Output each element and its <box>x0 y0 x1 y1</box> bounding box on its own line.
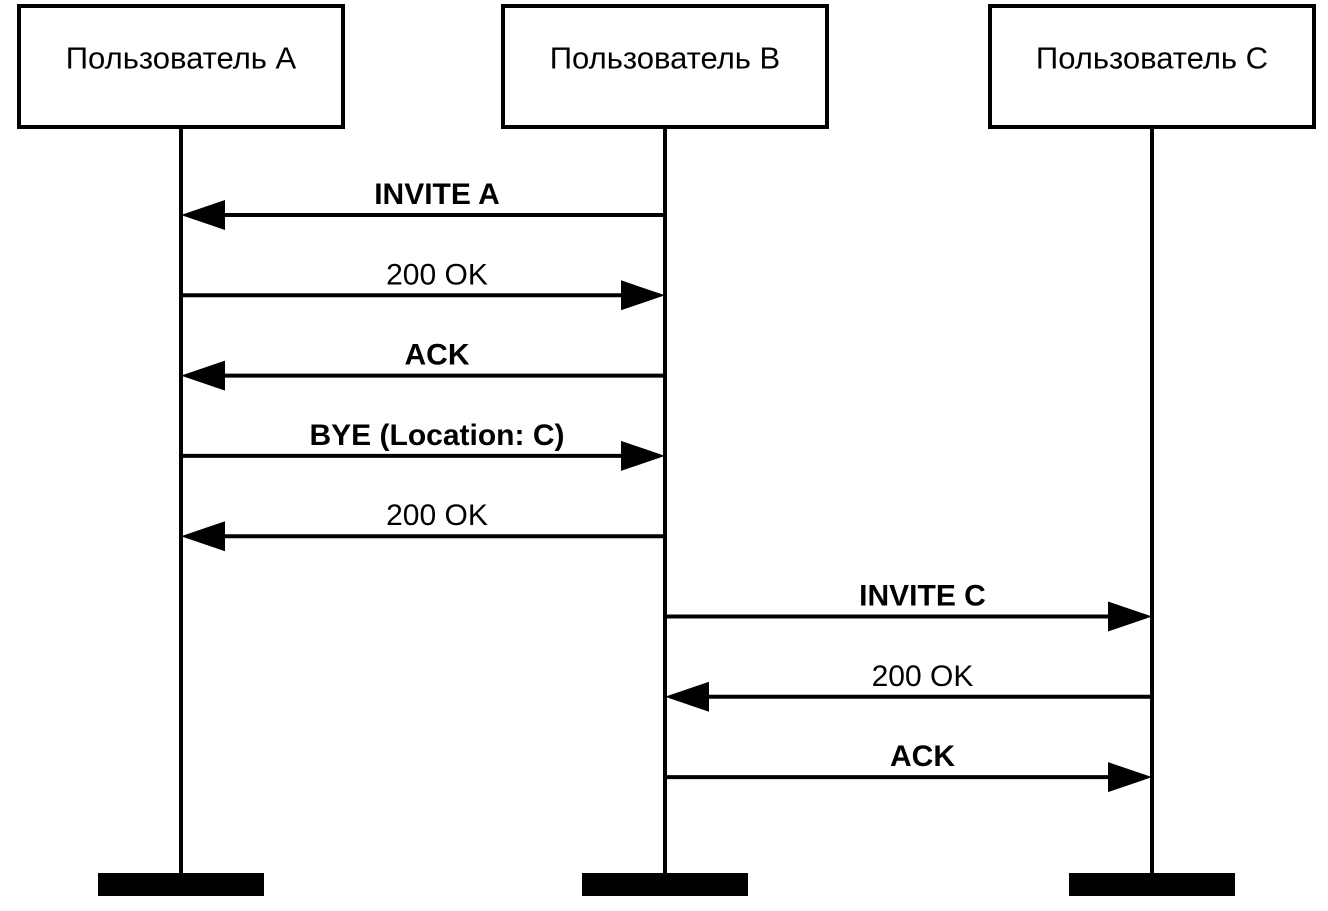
message-7: 200 OK <box>665 660 1152 712</box>
lifeline-end-bar <box>1069 873 1235 896</box>
message-label: 200 OK <box>386 499 488 532</box>
arrowhead-icon <box>181 360 225 391</box>
message-1: INVITE A <box>181 178 665 230</box>
lifeline-end-bar <box>98 873 264 896</box>
arrowhead-icon <box>621 280 665 311</box>
arrowhead-icon <box>1108 762 1152 793</box>
participant-label: Пользователь A <box>66 41 297 76</box>
message-label: 200 OK <box>872 660 974 693</box>
message-label: INVITE C <box>859 580 986 613</box>
arrowhead-icon <box>181 521 225 552</box>
message-label: INVITE A <box>374 178 500 211</box>
participant-label: Пользователь C <box>1036 41 1268 76</box>
participant-box <box>501 4 829 129</box>
message-8: ACK <box>665 740 1152 793</box>
participant-box <box>988 4 1316 129</box>
lifeline-end-bar <box>582 873 748 896</box>
messages: INVITE A 200 OK ACK BYE (Location: C) 200 OK… <box>181 178 1152 793</box>
participant-a: Пользователь A <box>17 4 345 896</box>
message-3: ACK <box>181 339 665 391</box>
arrowhead-icon <box>181 200 225 230</box>
message-4: BYE (Location: C) <box>181 419 665 471</box>
arrowhead-icon <box>1108 601 1152 632</box>
message-6: INVITE C <box>665 580 1152 632</box>
participants: Пользователь A Пользователь B Пользователь… <box>17 4 1316 896</box>
arrowhead-icon <box>621 440 665 471</box>
participant-box <box>17 4 345 129</box>
message-2: 200 OK <box>181 258 665 311</box>
message-label: BYE (Location: C) <box>310 419 565 452</box>
arrowhead-icon <box>665 681 709 712</box>
participant-c: Пользователь C <box>988 4 1316 896</box>
message-label: ACK <box>890 740 955 773</box>
message-label: ACK <box>405 339 470 372</box>
participant-b: Пользователь B <box>501 4 829 896</box>
participant-label: Пользователь B <box>550 41 780 76</box>
message-label: 200 OK <box>386 258 488 291</box>
message-5: 200 OK <box>181 499 665 552</box>
